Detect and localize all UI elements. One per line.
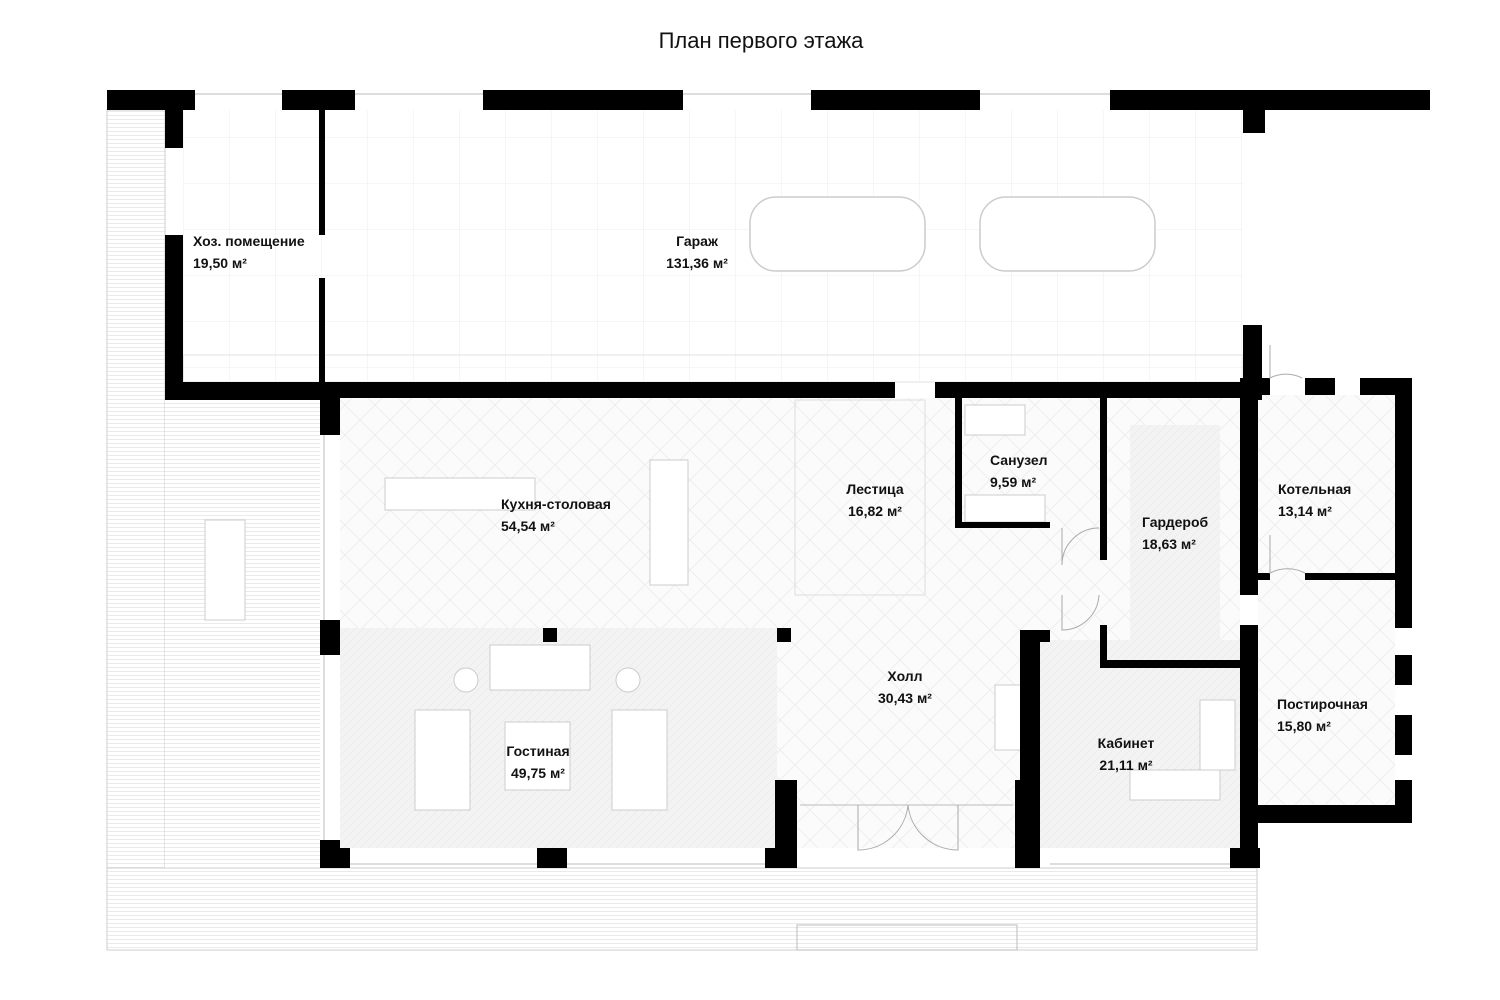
- wall: [319, 278, 325, 382]
- room-label-boiler: Котельная 13,14 м²: [1278, 478, 1351, 522]
- wall: [1395, 715, 1412, 755]
- wall: [1305, 573, 1400, 580]
- wall: [811, 90, 980, 110]
- wall: [107, 90, 195, 110]
- car-icon: [749, 196, 1156, 272]
- door-icon: [857, 345, 1306, 851]
- wall: [1240, 625, 1258, 868]
- wall: [537, 848, 567, 868]
- wall: [935, 382, 1243, 398]
- room-area: 15,80 м²: [1277, 718, 1331, 734]
- wall: [777, 628, 791, 642]
- wall: [483, 90, 683, 110]
- room-area: 13,14 м²: [1278, 503, 1332, 519]
- room-area: 19,50 м²: [193, 255, 247, 271]
- room-label-kitchen: Кухня-столовая 54,54 м²: [501, 493, 611, 537]
- wall: [1110, 90, 1430, 110]
- room-label-bathroom: Санузел 9,59 м²: [990, 449, 1048, 493]
- room-label-living: Гостиная 49,75 м²: [506, 740, 569, 784]
- wall: [322, 382, 895, 398]
- wall: [165, 235, 183, 400]
- room-area: 21,11 м²: [1099, 757, 1153, 773]
- wall: [1100, 398, 1107, 560]
- room-area: 49,75 м²: [511, 765, 565, 781]
- room-name: Гостиная: [506, 743, 570, 759]
- wall: [1395, 655, 1412, 685]
- wall: [1395, 378, 1412, 628]
- wall: [955, 398, 962, 528]
- wall: [1305, 378, 1335, 395]
- room-label-stairs: Лестица 16,82 м²: [846, 478, 903, 522]
- wall: [320, 848, 350, 868]
- wall: [1255, 573, 1270, 580]
- room-name: Холл: [887, 668, 923, 684]
- wall: [1240, 378, 1270, 395]
- room-label-garage: Гараж 131,36 м²: [666, 230, 728, 274]
- room-name: Гардероб: [1142, 514, 1209, 530]
- wall: [955, 522, 1050, 528]
- wall: [320, 620, 340, 655]
- wall: [1255, 805, 1412, 823]
- room-label-wardrobe: Гардероб 18,63 м²: [1142, 511, 1208, 555]
- walls: [107, 90, 1430, 868]
- room-label-utility: Хоз. помещение 19,50 м²: [193, 230, 305, 274]
- room-area: 30,43 м²: [878, 690, 932, 706]
- wall: [1240, 395, 1258, 595]
- room-label-hall: Холл 30,43 м²: [878, 665, 932, 709]
- room-name: Кабинет: [1097, 735, 1155, 751]
- wall: [1243, 90, 1265, 133]
- room-area: 54,54 м²: [501, 518, 555, 534]
- room-name: Котельная: [1278, 481, 1352, 497]
- room-area: 18,63 м²: [1142, 536, 1196, 552]
- terrace: [106, 109, 1258, 951]
- wall: [282, 90, 355, 110]
- wall: [165, 110, 183, 148]
- wardrobe-floor: [1130, 425, 1220, 640]
- room-area: 16,82 м²: [848, 503, 902, 519]
- wall: [1100, 625, 1107, 668]
- wall: [543, 628, 557, 642]
- wall: [1020, 630, 1040, 868]
- wall: [319, 110, 325, 235]
- room-name: Санузел: [990, 452, 1048, 468]
- room-area: 131,36 м²: [666, 255, 728, 271]
- room-name: Кухня-столовая: [501, 496, 611, 512]
- room-label-study: Кабинет 21,11 м²: [1098, 732, 1155, 776]
- room-name: Лестица: [846, 481, 904, 497]
- windows: [195, 93, 1230, 865]
- wall: [775, 780, 797, 868]
- room-name: Постирочная: [1277, 696, 1368, 712]
- wall: [1020, 630, 1050, 642]
- wall: [165, 382, 325, 400]
- furniture: [204, 399, 1236, 811]
- wall: [320, 398, 340, 435]
- room-name: Хоз. помещение: [193, 233, 305, 249]
- room-label-laundry: Постирочная 15,80 м²: [1277, 693, 1368, 737]
- wall: [1100, 660, 1240, 668]
- plan-title: План первого этажа: [658, 28, 864, 53]
- room-area: 9,59 м²: [990, 474, 1037, 490]
- room-name: Гараж: [676, 233, 718, 249]
- service-floor: [1258, 395, 1395, 805]
